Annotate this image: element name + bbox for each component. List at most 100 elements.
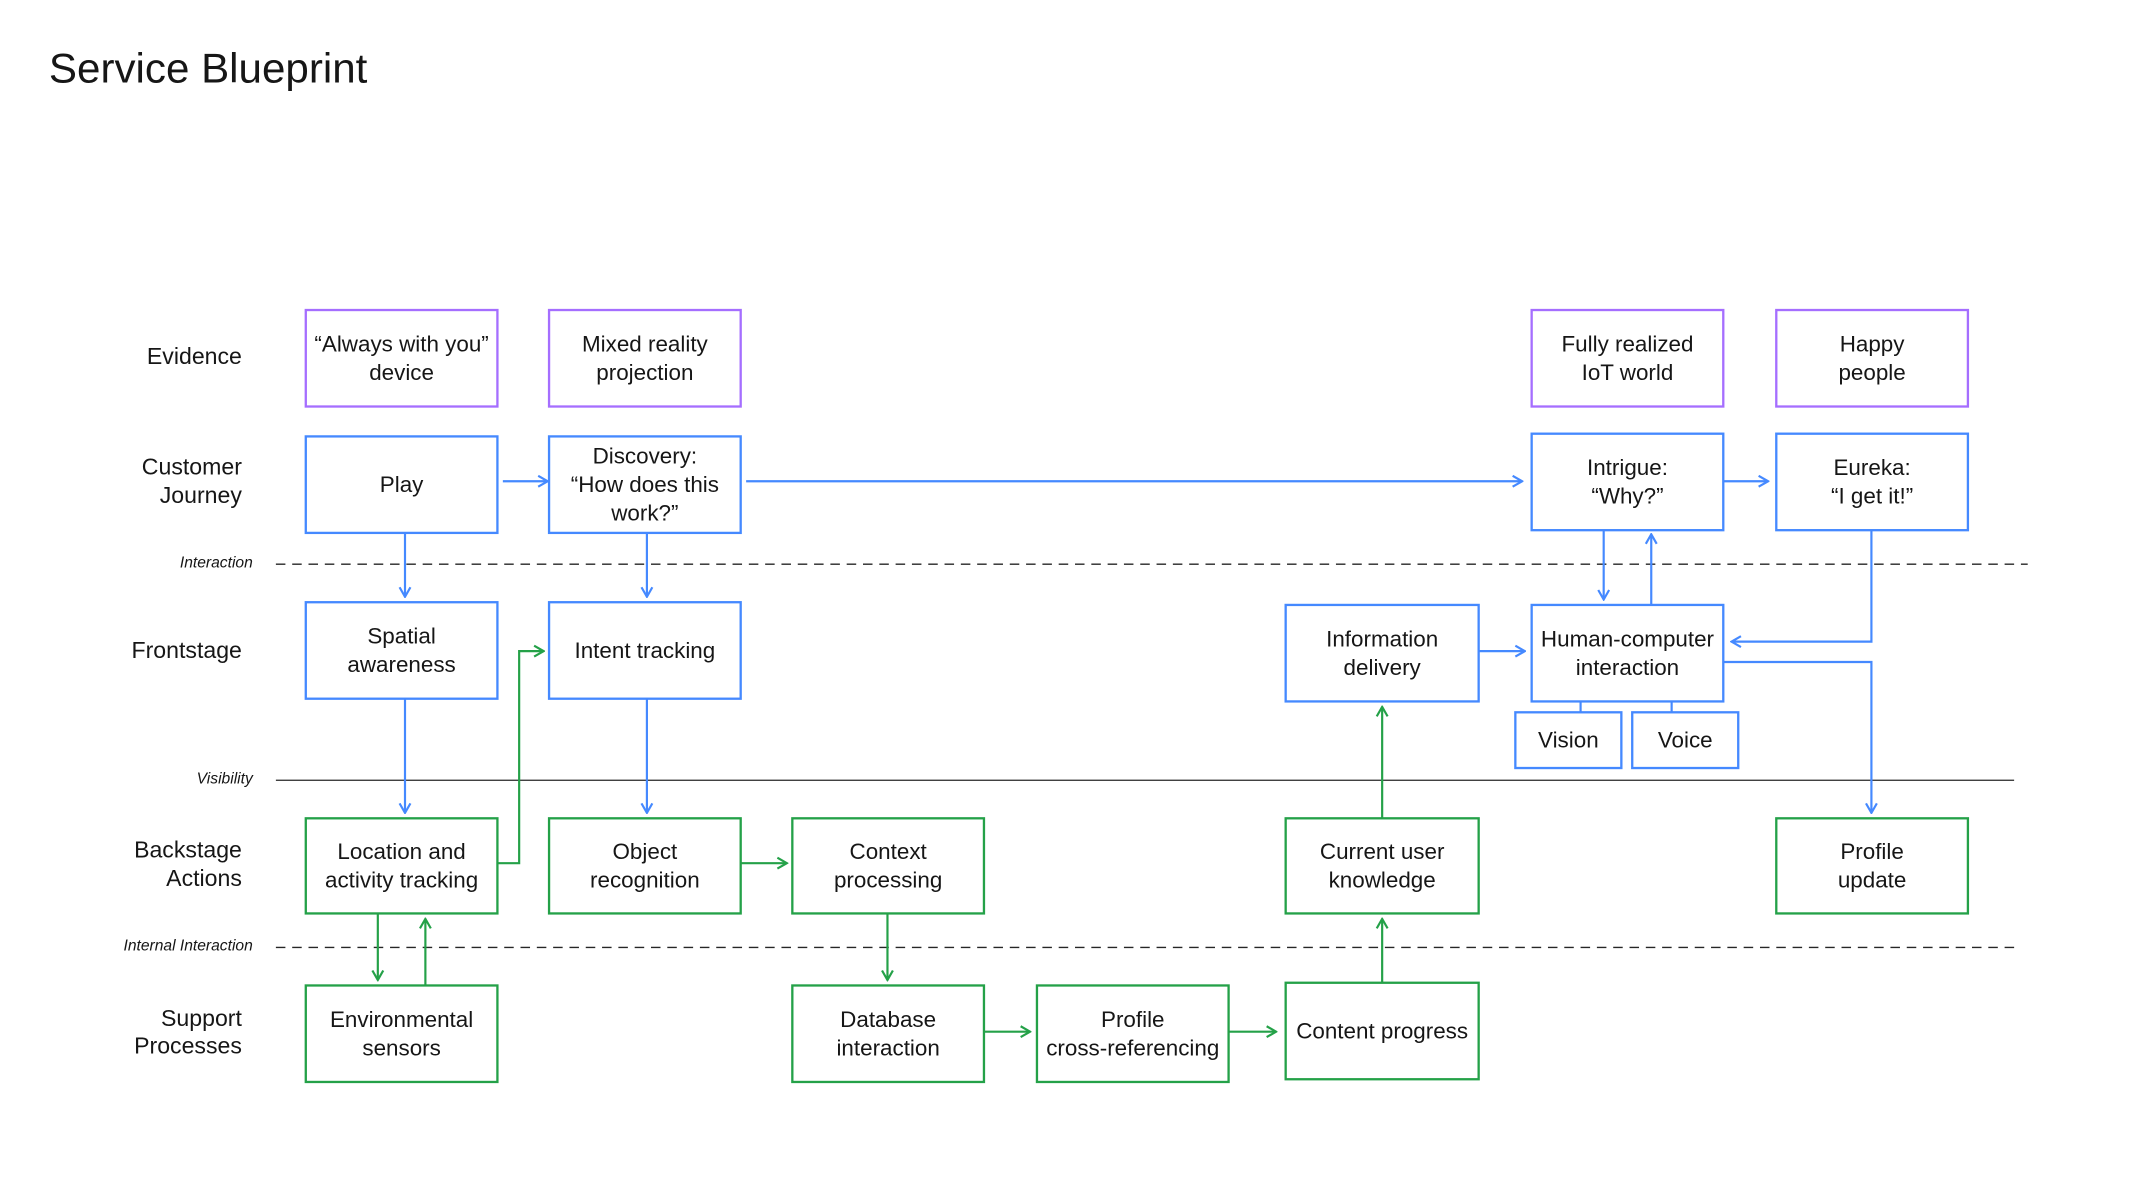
node-intent-tracking: Intent tracking bbox=[547, 601, 742, 700]
node-label-line: update bbox=[1838, 868, 1907, 893]
node-label-line: “Why?” bbox=[1591, 484, 1663, 509]
node-object-recognition: Object recognition bbox=[547, 817, 742, 915]
node-box bbox=[1284, 981, 1480, 1081]
node-label-line: recognition bbox=[590, 868, 700, 893]
node-label-line: Spatial bbox=[367, 624, 436, 649]
node-box bbox=[547, 817, 742, 915]
node-box bbox=[1530, 603, 1725, 703]
divider-lines: Interaction Visibility Internal Interact… bbox=[123, 554, 2028, 955]
node-box bbox=[1530, 432, 1725, 532]
node-label-line: Current user bbox=[1320, 839, 1445, 864]
row-label-customer-journey: Customer bbox=[142, 453, 242, 479]
page-title: Service Blueprint bbox=[49, 45, 368, 92]
node-intrigue: Intrigue: “Why?” bbox=[1530, 432, 1725, 532]
arrow-eureka-to-hci bbox=[1731, 530, 1873, 641]
node-environmental-sensors: Environmental sensors bbox=[304, 984, 499, 1084]
node-box bbox=[304, 817, 499, 915]
node-label-line: Location and bbox=[337, 839, 465, 864]
node-box bbox=[304, 984, 499, 1084]
node-label-line: Environmental bbox=[330, 1007, 473, 1032]
node-label-line: Profile bbox=[1101, 1007, 1165, 1032]
node-human-computer-interaction: Human-computer interaction bbox=[1530, 603, 1725, 703]
node-box bbox=[304, 435, 499, 535]
node-eureka: Eureka: “I get it!” bbox=[1775, 432, 1970, 532]
node-label-line: cross-referencing bbox=[1046, 1035, 1219, 1060]
node-label-line: interaction bbox=[836, 1035, 939, 1060]
node-label-line: Object bbox=[612, 839, 678, 864]
node-box bbox=[1631, 711, 1740, 770]
node-database-interaction: Database interaction bbox=[791, 984, 986, 1084]
arrow-location-tracking-to-intent-tracking bbox=[497, 651, 543, 865]
node-box bbox=[1514, 711, 1623, 770]
node-content-progress: Content progress bbox=[1284, 981, 1480, 1081]
line-label-internal-interaction: Internal Interaction bbox=[123, 938, 252, 955]
node-label-line: work?” bbox=[610, 501, 678, 526]
node-label-line: processing bbox=[834, 868, 942, 893]
node-always-with-you-device: “Always with you” device bbox=[304, 308, 499, 408]
node-spatial-awareness: Spatial awareness bbox=[304, 601, 499, 700]
node-label-line: interaction bbox=[1576, 655, 1679, 680]
node-label-line: delivery bbox=[1344, 655, 1422, 680]
node-label-line: Content progress bbox=[1296, 1019, 1468, 1044]
node-location-and-activity-tracking: Location and activity tracking bbox=[304, 817, 499, 915]
node-label-line: Mixed reality bbox=[582, 331, 709, 356]
node-fully-realized-iot-world: Fully realized IoT world bbox=[1530, 308, 1725, 408]
node-box bbox=[791, 984, 986, 1084]
row-labels: Evidence Customer Journey Frontstage Bac… bbox=[132, 343, 243, 1058]
node-context-processing: Context processing bbox=[791, 817, 986, 915]
node-box bbox=[791, 817, 986, 915]
node-label-line: sensors bbox=[362, 1035, 440, 1060]
node-vision: Vision bbox=[1514, 711, 1623, 770]
row-label-support-processes: Support bbox=[161, 1005, 242, 1031]
node-box bbox=[1775, 817, 1970, 915]
node-voice: Voice bbox=[1631, 711, 1740, 770]
node-box bbox=[304, 308, 499, 408]
node-information-delivery: Information delivery bbox=[1284, 603, 1480, 703]
row-label-backstage-actions: Actions bbox=[166, 865, 242, 891]
node-label-line: device bbox=[369, 360, 434, 385]
node-label-line: “How does this bbox=[571, 472, 719, 497]
node-label-line: Discovery: bbox=[593, 444, 698, 469]
node-label-line: projection bbox=[596, 360, 693, 385]
node-box bbox=[1035, 984, 1230, 1084]
blue-arrows bbox=[405, 481, 1871, 813]
node-label-line: Happy bbox=[1840, 331, 1906, 356]
node-label-line: awareness bbox=[347, 652, 455, 677]
row-label-customer-journey: Journey bbox=[160, 482, 243, 508]
green-arrows bbox=[378, 651, 1382, 1032]
arrow-hci-to-profile-update bbox=[1723, 660, 1871, 813]
line-label-visibility: Visibility bbox=[197, 770, 254, 787]
node-label-line: Intrigue: bbox=[1587, 455, 1668, 480]
line-label-interaction: Interaction bbox=[180, 554, 253, 571]
node-label-line: “I get it!” bbox=[1831, 484, 1913, 509]
node-label-line: Voice bbox=[1658, 728, 1713, 753]
node-box bbox=[1284, 817, 1480, 915]
node-label-line: Intent tracking bbox=[574, 638, 715, 663]
node-label-line: Human-computer bbox=[1541, 626, 1715, 651]
node-label-line: Fully realized bbox=[1561, 331, 1693, 356]
node-box bbox=[1530, 308, 1725, 408]
node-box bbox=[547, 308, 742, 408]
node-label-line: Eureka: bbox=[1833, 455, 1910, 480]
node-discovery: Discovery: “How does this work?” bbox=[547, 435, 742, 535]
node-label-line: Information bbox=[1326, 626, 1438, 651]
node-box bbox=[1775, 432, 1970, 532]
node-box bbox=[1775, 308, 1970, 408]
node-current-user-knowledge: Current user knowledge bbox=[1284, 817, 1480, 915]
node-label-line: IoT world bbox=[1582, 360, 1674, 385]
node-label-line: Vision bbox=[1538, 728, 1599, 753]
row-label-frontstage: Frontstage bbox=[132, 637, 242, 663]
node-profile-cross-referencing: Profile cross-referencing bbox=[1035, 984, 1230, 1084]
node-label-line: knowledge bbox=[1329, 868, 1436, 893]
node-label-line: Database bbox=[840, 1007, 936, 1032]
node-profile-update: Profile update bbox=[1775, 817, 1970, 915]
node-label-line: activity tracking bbox=[325, 868, 478, 893]
node-label-line: people bbox=[1838, 360, 1905, 385]
row-label-support-processes: Processes bbox=[134, 1032, 242, 1058]
node-label-line: “Always with you” bbox=[314, 331, 488, 356]
row-label-backstage-actions: Backstage bbox=[134, 837, 242, 863]
node-box bbox=[547, 435, 742, 535]
node-box bbox=[547, 601, 742, 700]
node-happy-people: Happy people bbox=[1775, 308, 1970, 408]
